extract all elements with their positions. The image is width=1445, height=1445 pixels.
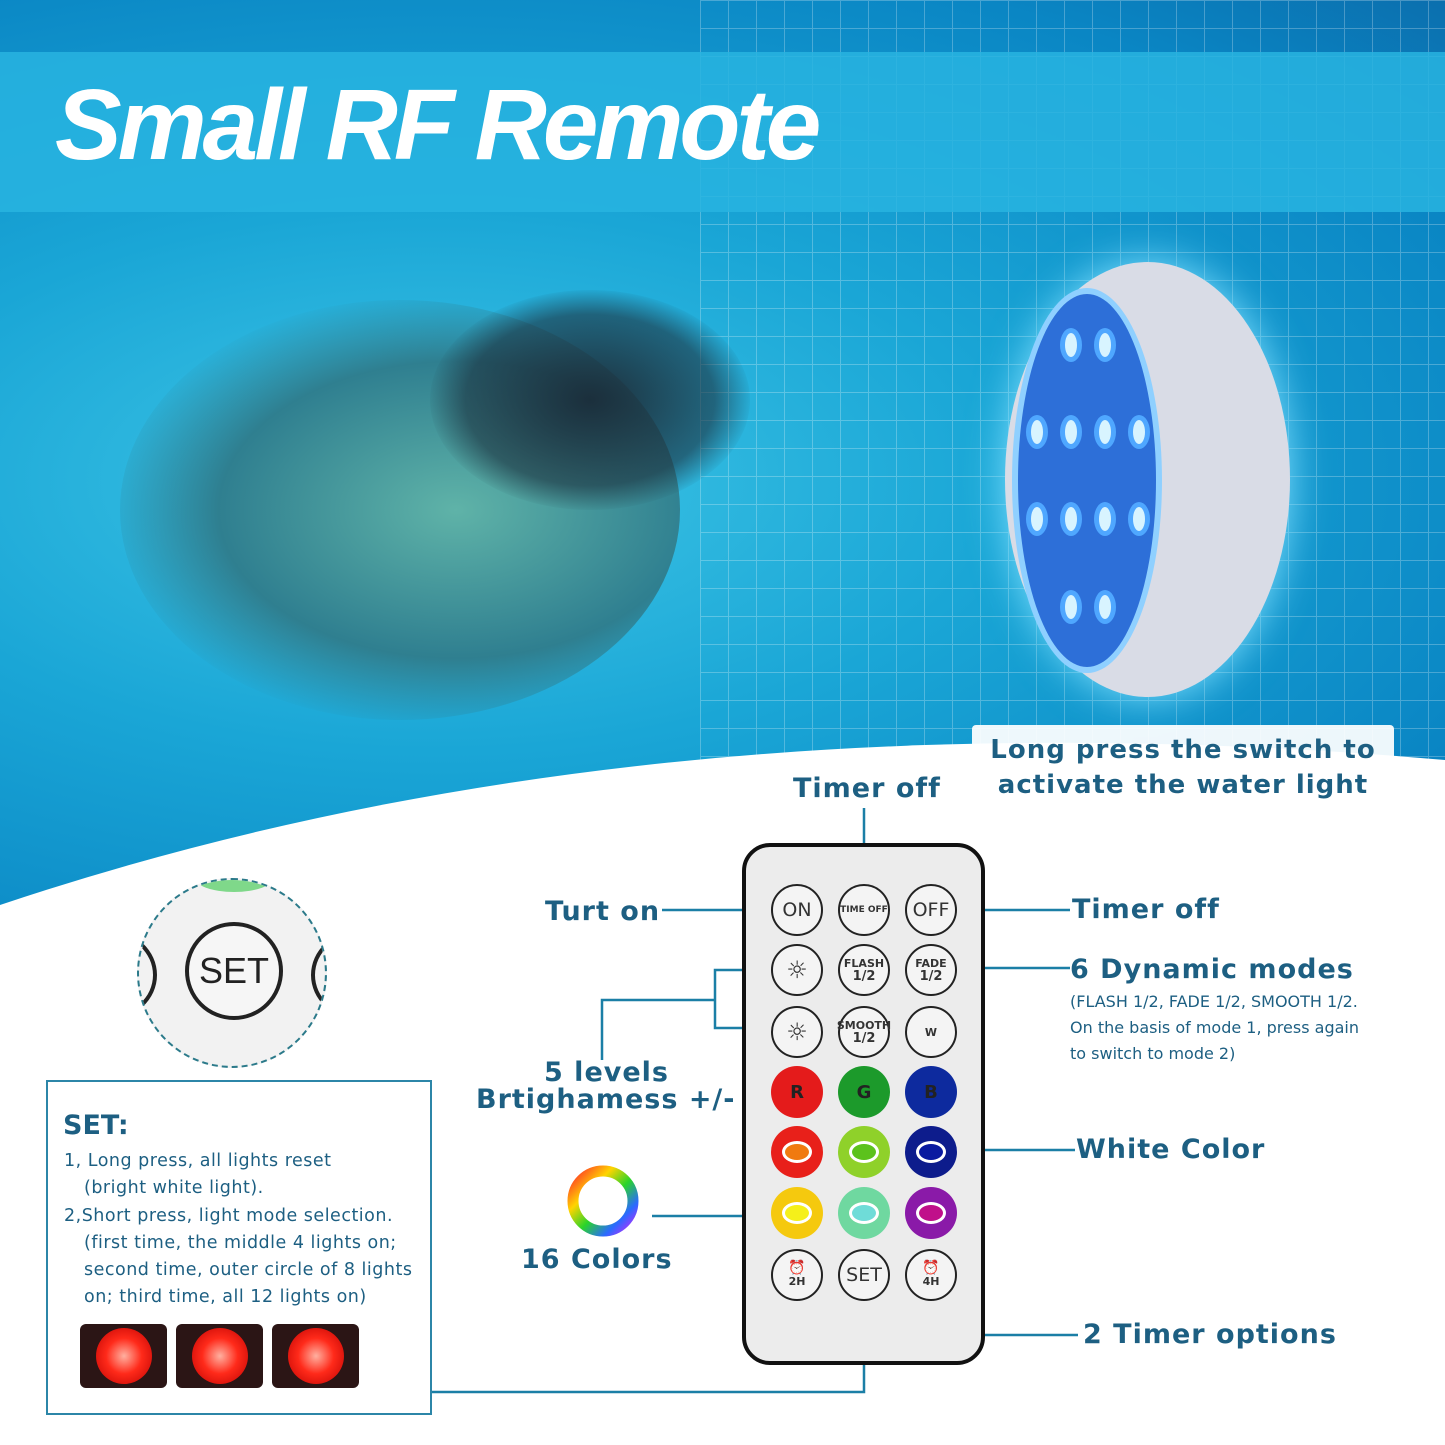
color-ring [849,1202,879,1224]
led [1026,415,1048,449]
navy-button[interactable] [905,1126,957,1178]
white-button[interactable]: W [905,1006,957,1058]
set-info-box: SET: 1, Long press, all lights reset (br… [46,1080,432,1415]
set-line: (first time, the middle 4 lights on; [84,1232,397,1253]
label-timer-off-top: Timer off [793,773,941,804]
label-timer-options: 2 Timer options [1083,1319,1337,1350]
brightness-icon: ☼ [786,1017,808,1046]
set-line: (bright white light). [84,1178,264,1199]
brightness-icon: ☼ [786,955,808,984]
green-button[interactable]: G [838,1066,890,1118]
led [1060,415,1082,449]
label-16-colors: 16 Colors [521,1244,673,1275]
brightness-up-button[interactable]: ☼ [771,944,823,996]
aqua-button[interactable] [838,1187,890,1239]
led [1060,590,1082,624]
led [1060,502,1082,536]
on-button[interactable]: ON [771,884,823,936]
led [1060,328,1082,362]
light-mode-12-image [272,1324,359,1388]
led [1094,590,1116,624]
blue-button[interactable]: B [905,1066,957,1118]
timer-4h-label: 4H [922,1275,940,1288]
white-label: W [924,1025,938,1039]
set-line: second time, outer circle of 8 lights [84,1260,413,1281]
title-band [0,52,1445,212]
set-line: 1, Long press, all lights reset [64,1151,332,1171]
color-ring [782,1202,812,1224]
label-brightness-levels: 5 levels [544,1057,669,1088]
blue-label: B [924,1081,938,1103]
page-title: Small RF Remote [55,69,821,181]
set-button-large: SET [185,922,283,1020]
callout-line: activate the water light [997,770,1369,800]
pool-light-face [1012,288,1162,673]
led [1128,502,1150,536]
color-wheel-icon [567,1165,639,1237]
fade-label: FADE [915,957,947,970]
swimmer-hair [430,290,750,510]
long-press-callout: Long press the switch to activate the wa… [972,725,1394,811]
yellow-button[interactable] [771,1187,823,1239]
off-button[interactable]: OFF [905,884,957,936]
set-button[interactable]: SET [838,1249,890,1301]
set-line: on; third time, all 12 lights on) [84,1287,367,1308]
label-white-color: White Color [1076,1134,1266,1165]
time-off-button[interactable]: TIME OFF [838,884,890,936]
label-dynamic-modes: 6 Dynamic modes [1070,954,1354,985]
red-label: R [790,1081,804,1103]
set-heading: SET: [63,1110,129,1141]
mode-2-label: 1/2 [852,1031,876,1046]
alarm-clock-icon: ⏰ [788,1260,806,1276]
dynamic-modes-note: (FLASH 1/2, FADE 1/2, SMOOTH 1/2. [1070,992,1358,1011]
timer-4h-button[interactable]: ⏰4H [905,1249,957,1301]
dynamic-modes-note: to switch to mode 2) [1070,1044,1236,1063]
set-line: 2,Short press, light mode selection. [64,1205,394,1226]
light-mode-4-image [80,1324,167,1388]
mode-2-label: 1/2 [852,969,876,984]
color-ring [916,1202,946,1224]
color-ring [782,1141,812,1163]
led [1094,415,1116,449]
lime-button[interactable] [838,1126,890,1178]
on-label: ON [782,898,812,921]
led [1094,328,1116,362]
color-ring [916,1141,946,1163]
label-turn-on: Turt on [545,896,661,927]
brightness-down-button[interactable]: ☼ [771,1006,823,1058]
off-label: OFF [912,898,950,921]
label-brightness: Brtighamess +/- [476,1084,736,1115]
color-ring [849,1141,879,1163]
set-button-zoom: SET [137,878,327,1068]
flash-label: FLASH [843,957,885,970]
led [1128,415,1150,449]
light-mode-8-image [176,1324,263,1388]
label-timer-off-right: Timer off [1072,894,1220,925]
alarm-clock-icon: ⏰ [922,1260,940,1276]
dynamic-modes-note: On the basis of mode 1, press again [1070,1018,1359,1037]
red-button[interactable]: R [771,1066,823,1118]
purple-button[interactable] [905,1187,957,1239]
mode-2-label: 1/2 [919,969,943,984]
led [1094,502,1116,536]
green-label: G [856,1081,872,1103]
led [1026,502,1048,536]
smooth-label: SMOOTH [836,1019,892,1032]
set-label: SET [846,1263,882,1286]
orange-button[interactable] [771,1126,823,1178]
time-off-label: TIME OFF [840,904,888,915]
callout-line: Long press the switch to [990,735,1376,765]
timer-2h-button[interactable]: ⏰2H [771,1249,823,1301]
timer-2h-label: 2H [788,1275,806,1288]
